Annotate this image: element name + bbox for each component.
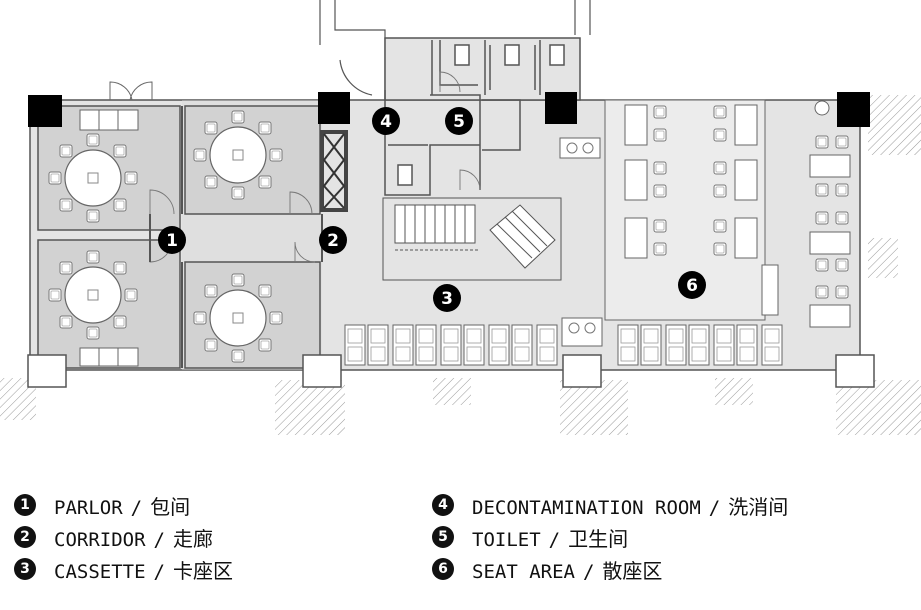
room-marker-5: 5 [445, 107, 473, 135]
legend-label-en: TOILET [472, 528, 541, 551]
room-marker-circle [158, 226, 186, 254]
doors [149, 71, 481, 263]
bottom-columns [27, 354, 875, 388]
legend-separator: / [153, 560, 165, 583]
legend-item: 6 SEAT AREA / 散座区 [432, 555, 662, 584]
room-marker-1: 1 [158, 226, 186, 254]
room-marker-circle [445, 107, 473, 135]
interior-walls [149, 106, 323, 368]
legend-separator: / [153, 528, 165, 551]
legend-label-zh: 包间 [150, 494, 191, 519]
room-marker-3: 3 [433, 284, 461, 312]
legend-number: 2 [14, 526, 36, 548]
legend-separator: / [130, 496, 143, 519]
legend-separator: / [708, 496, 721, 519]
legend: 1 PARLOR / 包间 2 CORRIDOR / 走廊 3 CASSETTE / 卡座区 4 DECO… [0, 488, 921, 598]
legend-item: 5 TOILET / 卫生间 [432, 523, 628, 552]
room-marker-number: 3 [441, 289, 453, 309]
braced-column [320, 130, 348, 212]
legend-separator: / [582, 560, 595, 583]
legend-label: CORRIDOR / 走廊 [54, 523, 213, 552]
legend-label-en: SEAT AREA [472, 560, 575, 583]
round-tables [48, 110, 283, 363]
legend-number: 5 [432, 526, 454, 548]
legend-label-zh: 卫生间 [568, 526, 629, 551]
legend-number: 1 [14, 494, 36, 516]
room-marker-number: 5 [453, 112, 465, 132]
staircase [382, 197, 562, 281]
room-marker-6: 6 [678, 271, 706, 299]
room-marker-2: 2 [319, 226, 347, 254]
legend-item: 3 CASSETTE / 卡座区 [14, 555, 233, 584]
columns [28, 92, 870, 127]
legend-label-zh: 走廊 [172, 526, 213, 551]
legend-label-zh: 卡座区 [172, 558, 233, 583]
room-markers: 1 2 3 4 5 6 [158, 107, 706, 312]
legend-label-zh: 洗消间 [728, 494, 789, 519]
legend-number: 3 [14, 558, 36, 580]
floor-plan: 1 2 3 4 5 6 [0, 0, 921, 435]
top-structure [319, 0, 591, 96]
legend-label: TOILET / 卫生间 [472, 523, 628, 552]
legend-label-en: CASSETTE [54, 560, 146, 583]
legend-label: SEAT AREA / 散座区 [472, 555, 662, 584]
legend-label-zh: 散座区 [602, 558, 663, 583]
legend-separator: / [548, 528, 561, 551]
legend-item: 2 CORRIDOR / 走廊 [14, 523, 213, 552]
legend-label-en: PARLOR [54, 496, 123, 519]
room-marker-circle [372, 107, 400, 135]
sofas [79, 109, 139, 367]
room-marker-circle [319, 226, 347, 254]
room-marker-number: 6 [686, 276, 698, 296]
legend-label-en: DECONTAMINATION ROOM [472, 496, 701, 519]
room-marker-number: 2 [327, 231, 339, 251]
legend-label: CASSETTE / 卡座区 [54, 555, 233, 584]
cassette-booths [344, 137, 783, 366]
room-marker-number: 4 [380, 112, 392, 132]
room-marker-number: 1 [166, 231, 178, 251]
entrance-door [109, 81, 153, 101]
hatch-walls [0, 95, 921, 435]
legend-item: 1 PARLOR / 包间 [14, 491, 190, 520]
room-marker-4: 4 [372, 107, 400, 135]
legend-label: PARLOR / 包间 [54, 491, 190, 520]
service-rooms [384, 40, 565, 196]
legend-number: 6 [432, 558, 454, 580]
room-marker-circle [433, 284, 461, 312]
legend-label: DECONTAMINATION ROOM / 洗消间 [472, 491, 788, 520]
legend-item: 4 DECONTAMINATION ROOM / 洗消间 [432, 491, 788, 520]
legend-label-en: CORRIDOR [54, 528, 146, 551]
room-marker-circle [678, 271, 706, 299]
legend-number: 4 [432, 494, 454, 516]
